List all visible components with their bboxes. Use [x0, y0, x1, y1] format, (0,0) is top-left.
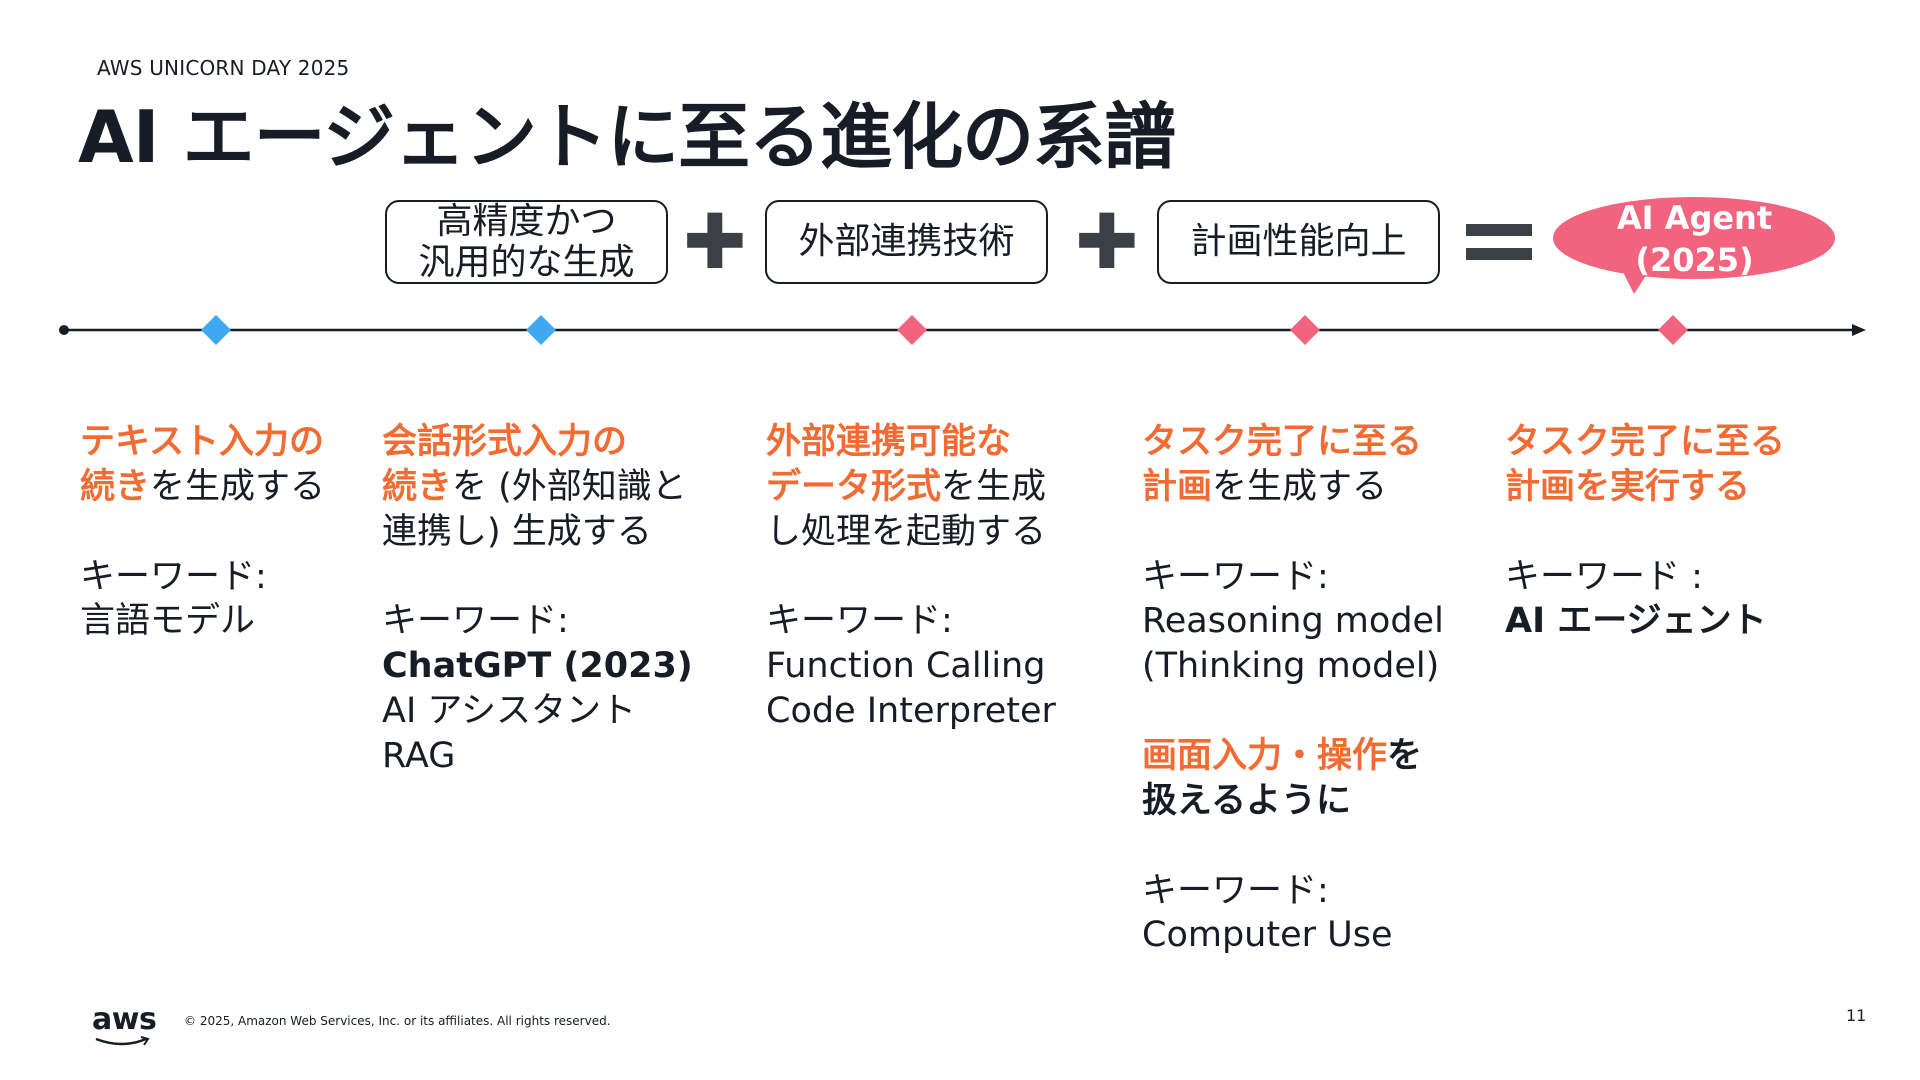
stage-desc-text: を (外部知識と	[452, 466, 687, 507]
milestone-marker-5	[1658, 315, 1688, 345]
milestone-marker-1	[201, 315, 231, 345]
keyword-label: キーワード:	[1142, 556, 1329, 597]
stage-desc-highlight: タスク完了に至る	[1142, 422, 1423, 462]
keyword-label: キーワード:	[382, 601, 569, 642]
keyword: (Thinking model)	[1142, 646, 1440, 687]
timeline-arrowhead	[1852, 324, 1866, 336]
keyword: AI エージェント	[1505, 601, 1767, 642]
milestone-marker-4	[1290, 315, 1320, 345]
stage-desc-highlight: 画面入力・操作	[1142, 735, 1388, 776]
formula-box-integration-label: 外部連携技術	[798, 221, 1015, 263]
formula-box-planning: 計画性能向上	[1157, 200, 1440, 284]
page-number: 11	[1846, 1006, 1867, 1025]
formula-box-integration: 外部連携技術	[765, 200, 1048, 284]
timeline-start-dot	[59, 325, 69, 335]
milestone-marker-2	[526, 315, 556, 345]
keyword-label: キーワード:	[766, 601, 953, 642]
stage-desc-highlight: 計画	[1142, 466, 1213, 507]
equals-icon	[1466, 224, 1532, 260]
keyword-label: キーワード:	[1142, 870, 1329, 911]
aws-logo: aws	[92, 1002, 157, 1046]
stage-desc-text: し処理を起動する	[766, 511, 1047, 552]
stage-desc-highlight: テキスト入力の	[80, 422, 324, 462]
stage-desc-text: を生成	[941, 466, 1047, 507]
aws-smile-icon	[95, 1036, 150, 1046]
stage-desc-highlight: タスク完了に至る	[1505, 422, 1786, 462]
stage-desc-text: を生成する	[1212, 466, 1388, 507]
stage-desc-highlight: 外部連携可能な	[766, 422, 1012, 462]
ai-agent-speech-bubble	[1553, 197, 1835, 294]
timeline	[59, 315, 1866, 345]
keyword: AI アシスタント	[382, 690, 636, 731]
stage-desc-text: 連携し) 生成する	[382, 511, 652, 552]
stage-desc-highlight: 会話形式入力の	[382, 422, 628, 462]
stage-desc-text: 扱えるように	[1142, 780, 1351, 821]
keyword: ChatGPT (2023)	[382, 646, 693, 687]
slide-title: AI エージェントに至る進化の系譜	[78, 95, 1176, 179]
stage-desc-text: を生成する	[150, 466, 326, 507]
keyword-label: キーワード :	[1505, 556, 1703, 597]
keyword: Function Calling	[766, 646, 1046, 687]
stage-desc-highlight: 続き	[80, 466, 151, 507]
formula-box-planning-label: 計画性能向上	[1190, 221, 1407, 263]
formula-box-generation-label: 高精度かつ 汎用的な生成	[418, 200, 635, 283]
formula-box-generation: 高精度かつ 汎用的な生成	[385, 200, 668, 284]
plus-icon: ✚	[1075, 197, 1139, 286]
copyright-notice: © 2025, Amazon Web Services, Inc. or its…	[184, 1014, 611, 1028]
aws-logo-text: aws	[92, 1002, 157, 1037]
stage-language-model: テキスト入力の 続きを生成する キーワード: 言語モデル	[80, 420, 380, 644]
stage-function-calling: 外部連携可能な データ形式を生成 し処理を起動する キーワード: Functio…	[766, 420, 1126, 734]
keyword: Code Interpreter	[766, 690, 1056, 731]
stage-ai-assistant: 会話形式入力の 続きを (外部知識と 連携し) 生成する キーワード: Chat…	[382, 420, 742, 779]
keyword: Computer Use	[1142, 915, 1393, 956]
stage-reasoning: タスク完了に至る 計画を生成する キーワード: Reasoning model …	[1142, 420, 1502, 958]
stage-desc-highlight: 計画を実行する	[1505, 466, 1751, 507]
stage-ai-agent: タスク完了に至る 計画を実行する キーワード : AI エージェント	[1505, 420, 1865, 644]
plus-icon: ✚	[683, 197, 747, 286]
keyword: Reasoning model	[1142, 601, 1444, 642]
milestone-marker-3	[897, 315, 927, 345]
stage-desc-text: を	[1387, 735, 1423, 776]
keyword: RAG	[382, 735, 456, 776]
keyword: 言語モデル	[80, 601, 256, 642]
stage-desc-highlight: 続き	[382, 466, 453, 507]
event-name: AWS UNICORN DAY 2025	[97, 56, 350, 80]
stage-desc-highlight: データ形式	[766, 466, 942, 507]
ai-agent-label: AI Agent (2025)	[1616, 199, 1773, 279]
keyword-label: キーワード:	[80, 556, 267, 597]
